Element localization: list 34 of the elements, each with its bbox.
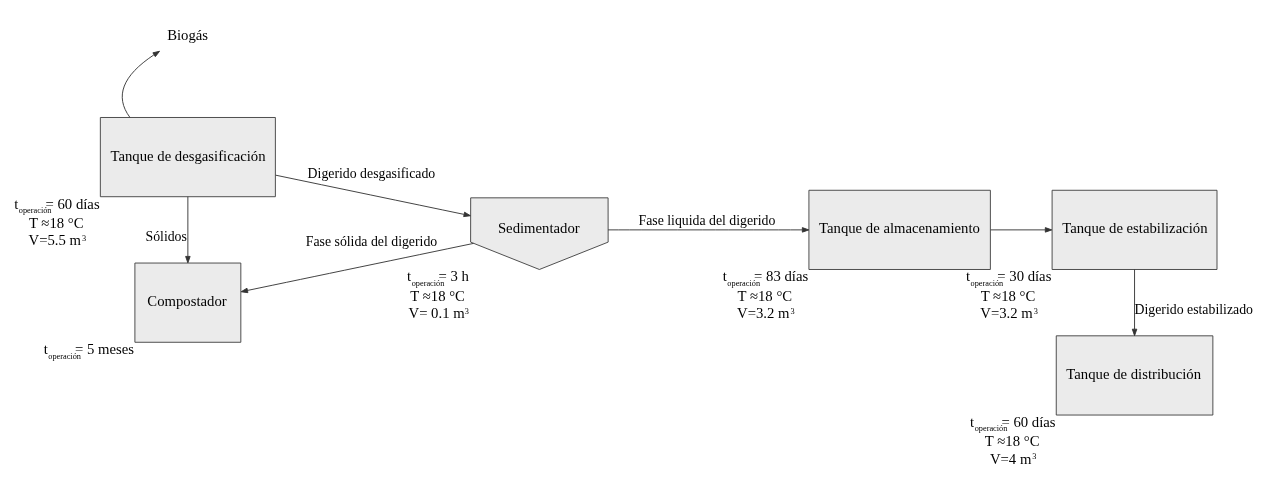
node-label: V=5.5 m$^{3}$ [28, 231, 87, 248]
node-label: t$_{operación}$= 30 días [965, 267, 1052, 288]
arrow [1131, 268, 1138, 336]
arrow [121, 50, 160, 118]
node-box: Tanque de desgasificación [99, 116, 276, 197]
edge-label: Fase sólida del digerido [305, 233, 438, 249]
node-label: t$_{operación}$= 83 días [722, 267, 809, 288]
arrow [607, 226, 810, 233]
edge-label: Sólidos [145, 228, 187, 244]
node-box: Compostador [134, 262, 242, 343]
arrow [275, 174, 471, 217]
node-text: Biogás [167, 26, 209, 43]
node-box: Tanque de distribución [1055, 334, 1214, 415]
node-label: V=3.2 m$^{3}$ [980, 304, 1038, 321]
node-label: T ≈18 °C [737, 287, 793, 304]
node-label: T ≈18 °C [984, 432, 1040, 449]
node-label: T ≈18 °C [410, 287, 465, 304]
node-label: t$_{operación}$= 3 h [407, 267, 469, 288]
node-label: V= 0.1 m$^{3}$ [408, 304, 469, 321]
edge-label: Digerido desgasificado [307, 165, 436, 181]
node-label: V=3.2 m$^{3}$ [737, 304, 795, 321]
node-box: Tanque de almacenamiento [808, 189, 991, 270]
node-label: t$_{operación}$= 5 meses [43, 340, 135, 361]
node-label: t$_{operación}$= 60 días [14, 195, 100, 215]
edge-label: Digerido estabilizado [1134, 301, 1253, 317]
node-label: T ≈18 °C [28, 214, 84, 231]
arrow [185, 195, 191, 263]
node-label: t$_{operación}$= 60 días [970, 413, 1056, 433]
node-label: T ≈18 °C [980, 287, 1036, 304]
arrow [990, 226, 1053, 233]
node-box: Tanque de estabilización [1051, 189, 1218, 270]
arrow [240, 242, 474, 293]
edge-label: Fase liquida del digerido [638, 212, 776, 228]
node-label: V=4 m$^{3}$ [989, 450, 1037, 467]
